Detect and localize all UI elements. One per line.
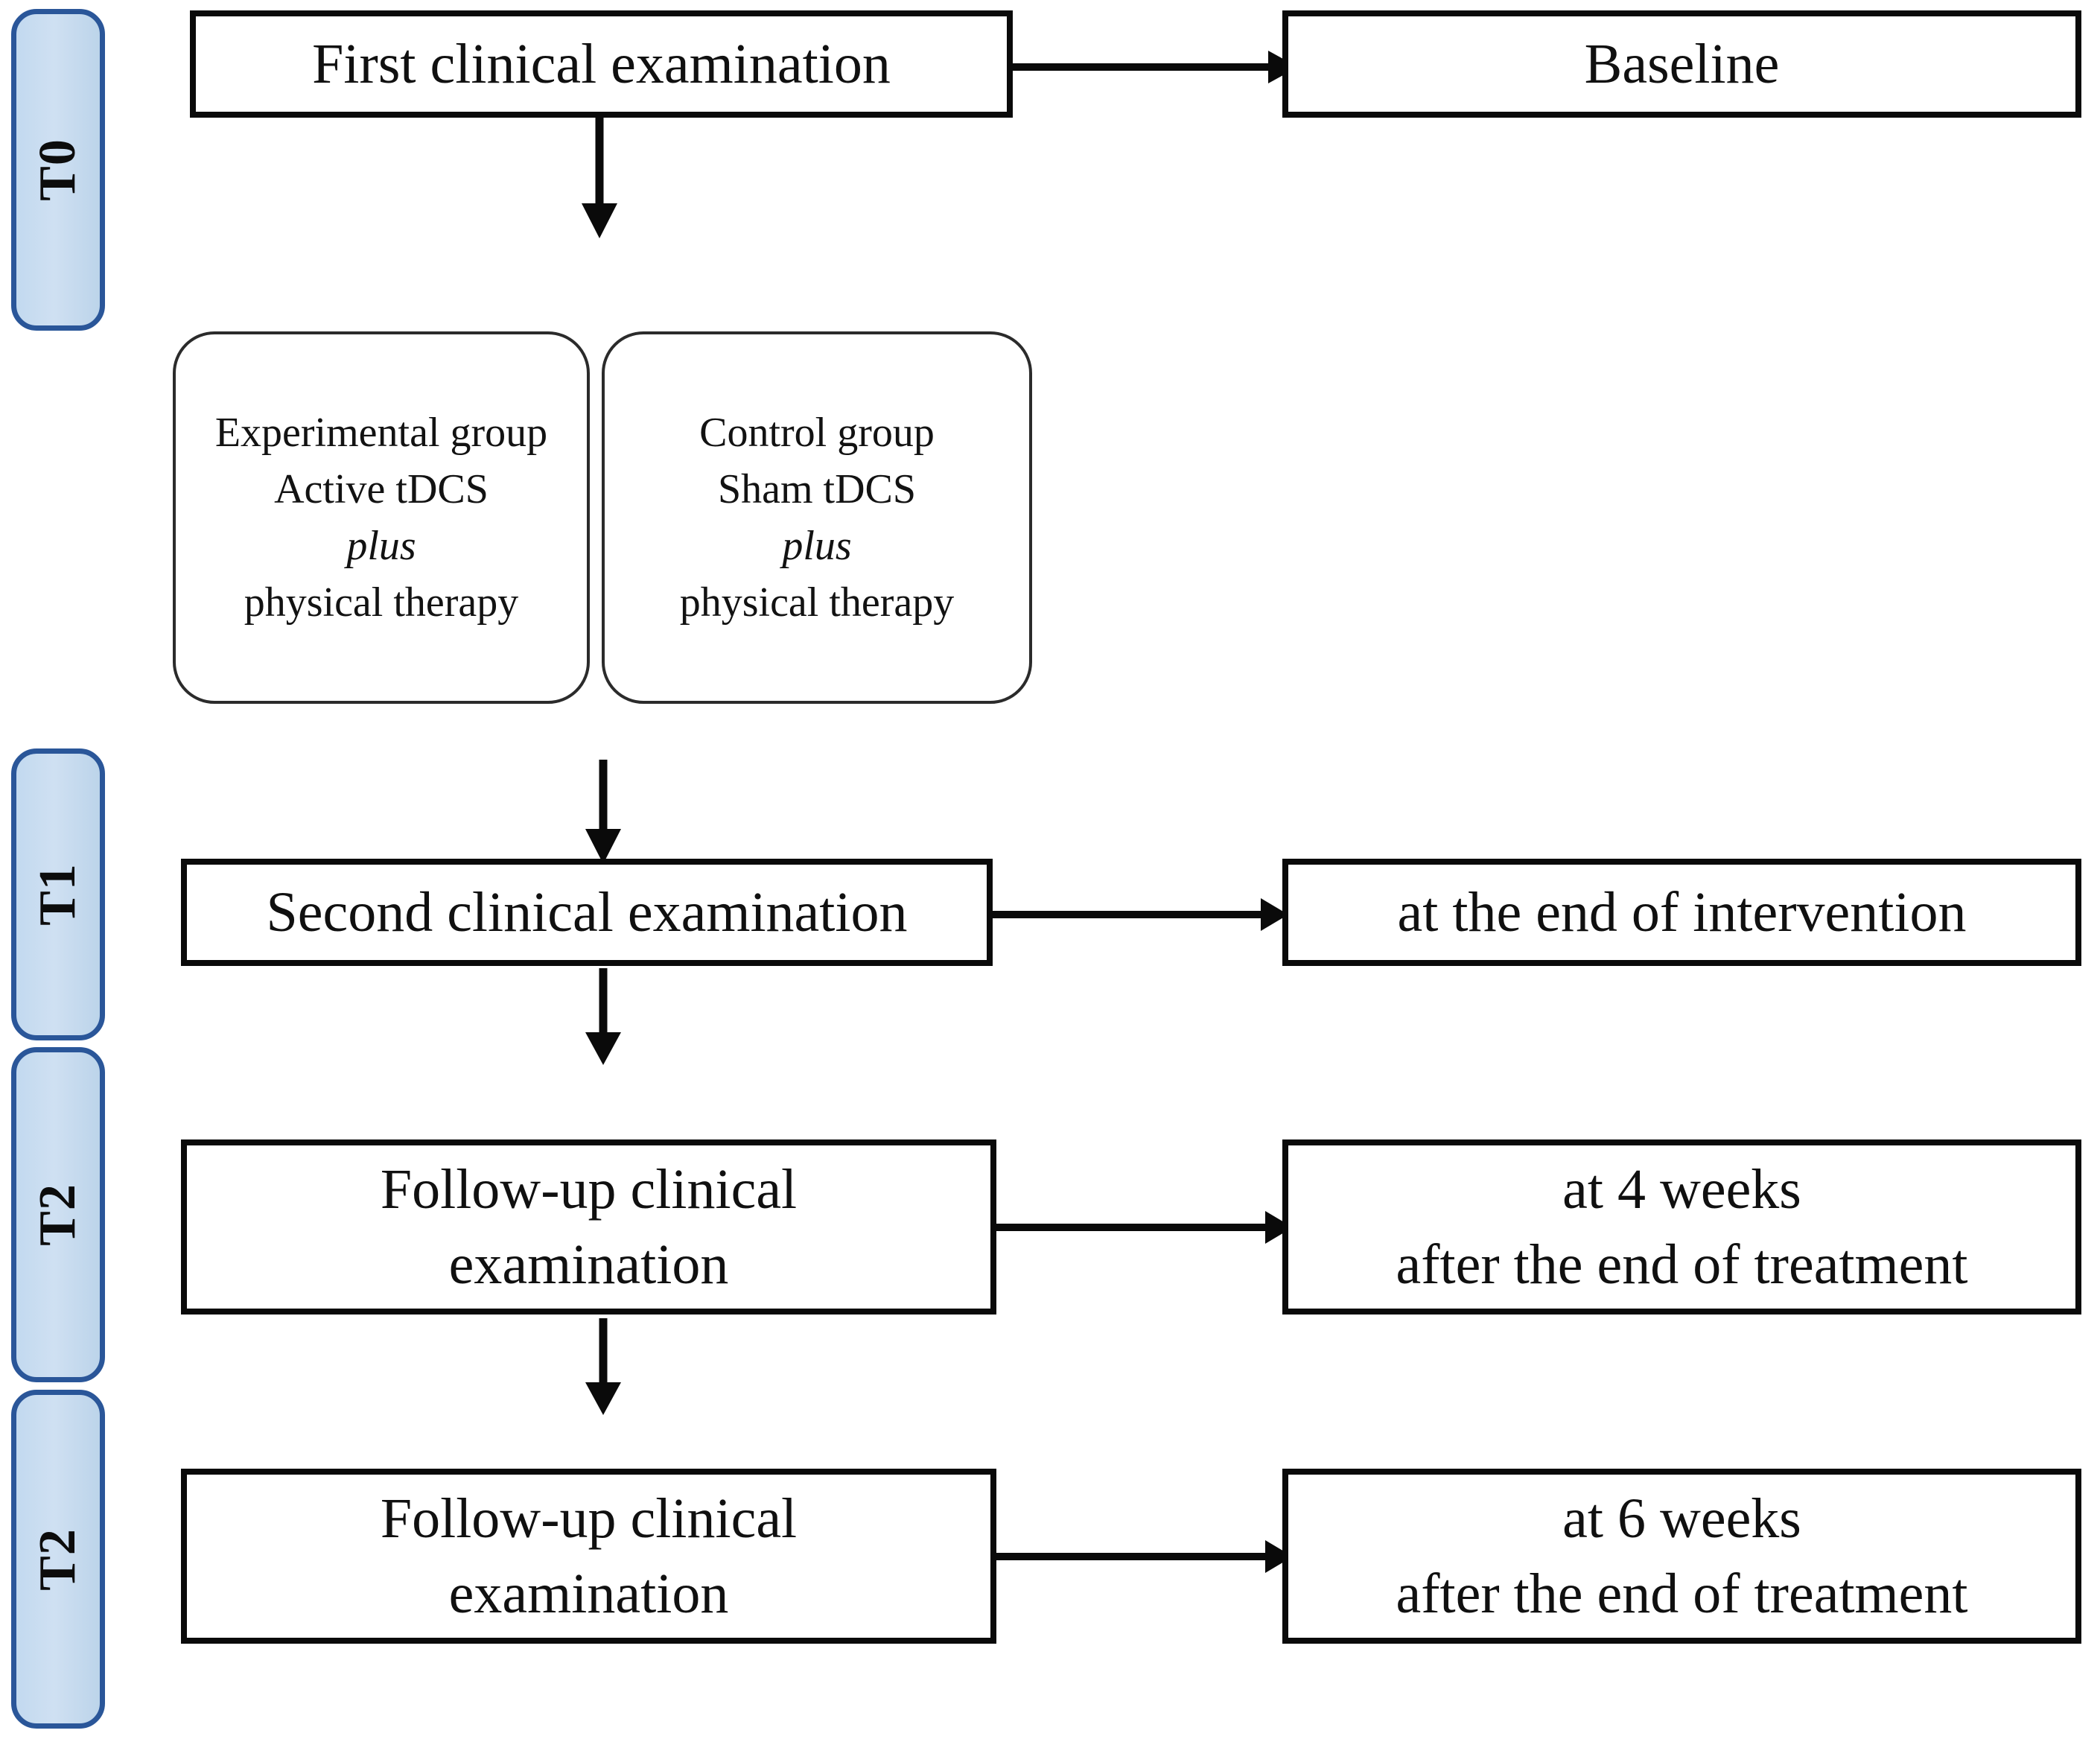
detail-box-followup-6w: at 6 weeks after the end of treatment bbox=[1282, 1469, 2081, 1644]
timepoint-label-t2-second: T2 bbox=[28, 1528, 86, 1591]
step-label-followup-6w: Follow-up clinical examination bbox=[380, 1487, 798, 1625]
connector-first-to-baseline bbox=[1011, 30, 1294, 104]
connector-groups-to-second bbox=[570, 760, 637, 864]
connector-second-to-followup4 bbox=[570, 968, 637, 1065]
detail-box-second-exam: at the end of intervention bbox=[1282, 859, 2081, 966]
detail-label-baseline: Baseline bbox=[1584, 32, 1780, 95]
arm-line-emphasis: plus bbox=[346, 523, 416, 569]
timepoint-tab-t1: T1 bbox=[11, 748, 105, 1040]
arm-line: Experimental group bbox=[214, 409, 548, 456]
detail-box-followup-4w: at 4 weeks after the end of treatment bbox=[1282, 1139, 2081, 1315]
step-label-first-exam: First clinical examination bbox=[312, 32, 891, 95]
detail-label-second-exam: at the end of intervention bbox=[1397, 880, 1967, 944]
detail-label-followup-6w: at 6 weeks after the end of treatment bbox=[1396, 1487, 1968, 1625]
arm-line: physical therapy bbox=[244, 579, 519, 626]
step-box-second-exam: Second clinical examination bbox=[181, 859, 993, 966]
timepoint-label-t0: T0 bbox=[28, 139, 86, 201]
detail-label-followup-4w: at 4 weeks after the end of treatment bbox=[1396, 1158, 1968, 1296]
arrow-right-icon bbox=[995, 1540, 1293, 1573]
arrow-right-icon bbox=[1011, 51, 1294, 83]
detail-box-baseline: Baseline bbox=[1282, 10, 2081, 118]
step-box-first-exam: First clinical examination bbox=[190, 10, 1013, 118]
arm-box-control: Control group Sham tDCS plus physical th… bbox=[602, 331, 1032, 704]
arrow-right-icon bbox=[990, 898, 1288, 931]
timepoint-tab-t0: T0 bbox=[11, 9, 105, 331]
connector-followup6-to-detail bbox=[995, 1519, 1293, 1594]
arm-text-experimental: Experimental group Active tDCS plus phys… bbox=[215, 404, 547, 632]
arrow-down-icon bbox=[585, 1318, 621, 1415]
arm-line-emphasis: plus bbox=[782, 523, 852, 569]
arm-line: Control group bbox=[699, 409, 935, 456]
timepoint-tab-t2-first: T2 bbox=[11, 1047, 105, 1382]
connector-second-to-detail bbox=[990, 877, 1288, 952]
arrow-down-icon bbox=[585, 760, 621, 864]
step-label-second-exam: Second clinical examination bbox=[266, 880, 908, 944]
arm-line: Active tDCS bbox=[274, 465, 489, 512]
connector-first-to-groups bbox=[566, 115, 633, 238]
arrow-right-icon bbox=[995, 1211, 1293, 1244]
arrow-down-icon bbox=[582, 115, 617, 238]
arm-text-control: Control group Sham tDCS plus physical th… bbox=[680, 404, 955, 632]
arm-line: Sham tDCS bbox=[717, 465, 917, 512]
step-box-followup-4w: Follow-up clinical examination bbox=[181, 1139, 996, 1315]
connector-followup4-to-followup6 bbox=[570, 1318, 637, 1415]
timepoint-label-t2-first: T2 bbox=[28, 1183, 86, 1246]
timepoint-label-t1: T1 bbox=[28, 863, 86, 926]
arrow-down-icon bbox=[585, 968, 621, 1065]
step-label-followup-4w: Follow-up clinical examination bbox=[380, 1158, 798, 1296]
timepoint-tab-t2-second: T2 bbox=[11, 1390, 105, 1729]
step-box-followup-6w: Follow-up clinical examination bbox=[181, 1469, 996, 1644]
arm-line: physical therapy bbox=[679, 579, 955, 626]
arm-box-experimental: Experimental group Active tDCS plus phys… bbox=[173, 331, 590, 704]
connector-followup4-to-detail bbox=[995, 1190, 1293, 1265]
